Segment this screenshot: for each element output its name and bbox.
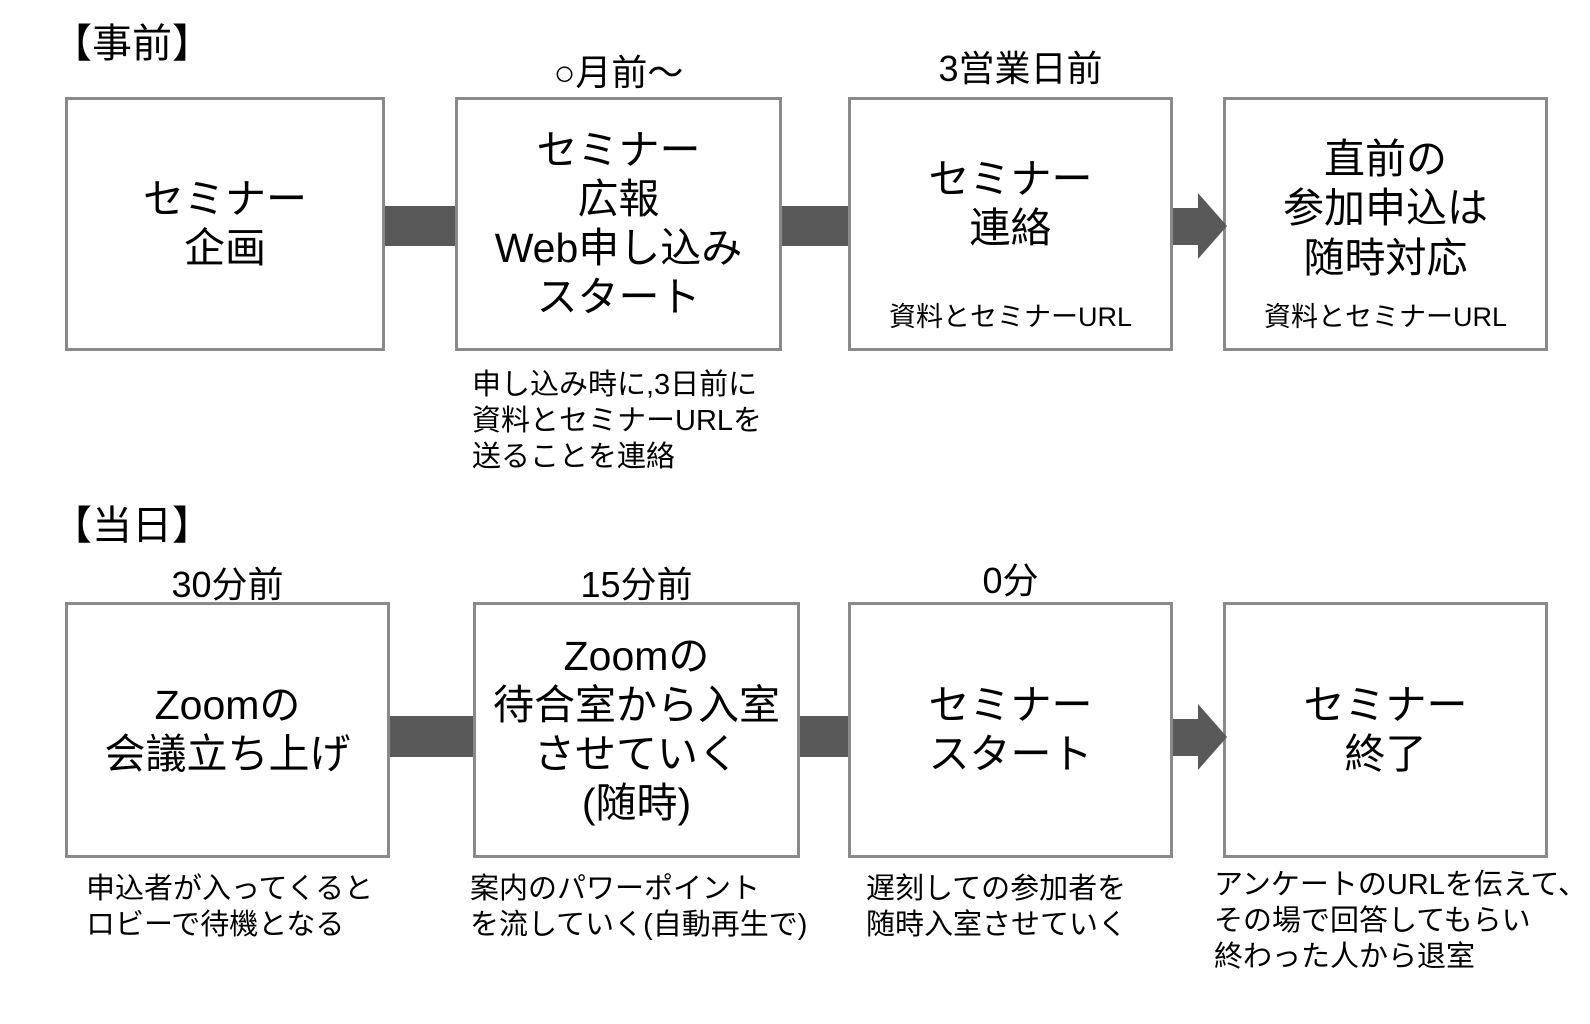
arrow-tail [1173,718,1198,756]
flow-connector-arrow [1173,704,1227,770]
step-box-zoom-meeting-launch: Zoomの 会議立ち上げ [65,602,390,858]
step-title: 直前の 参加申込は 随時対応 [1283,136,1488,281]
step-box-zoom-waiting-room-admit: Zoomの 待合室から入室 させていく (随時) [473,602,800,858]
step-title: セミナー スタート [928,681,1093,777]
step-title: セミナー 連絡 [928,155,1093,251]
flow-connector-bar [390,716,473,757]
step-title: Zoomの 会議立ち上げ [104,681,351,777]
arrow-head-icon [1198,704,1227,770]
step-subtext: 資料とセミナーURL [1263,302,1507,332]
flow-connector-bar [800,716,848,757]
step-box-seminar-planning: セミナー 企画 [65,97,385,351]
time-label-months-before: ○月前〜 [553,52,684,93]
step-subtext: 資料とセミナーURL [888,302,1132,332]
section-header-pre: 【事前】 [52,22,212,66]
flow-connector-bar [385,206,455,246]
flow-connector-bar [782,206,848,246]
step-title: セミナー 終了 [1303,681,1468,777]
step-box-seminar-contact: セミナー 連絡 資料とセミナーURL [848,97,1173,351]
arrow-head-icon [1198,193,1227,259]
step-box-lastminute-signup: 直前の 参加申込は 随時対応 資料とセミナーURL [1223,97,1548,351]
note-late-participants: 遅刻しての参加者を 随時入室させていく [866,873,1128,941]
step-title: セミナー 企画 [143,175,307,271]
time-label-3-business-days: 3営業日前 [938,48,1103,89]
note-lobby-waiting: 申込者が入ってくると ロビーで待機となる [86,873,374,941]
time-label-0min: 0分 [982,560,1039,601]
step-box-seminar-start: セミナー スタート [848,602,1173,858]
step-title: セミナー 広報 Web申し込み スタート [494,126,743,321]
time-label-30min-before: 30分前 [171,564,284,605]
step-box-seminar-end: セミナー 終了 [1223,602,1548,858]
note-survey-url: アンケートのURLを伝えて、 その場で回答してもらい 終わった人から退室 [1214,869,1587,973]
time-label-15min-before: 15分前 [580,564,693,605]
arrow-tail [1173,207,1198,245]
note-guidance-powerpoint: 案内のパワーポイント を流していく(自動再生で) [470,873,808,941]
note-signup-notice: 申し込み時に,3日前に 資料とセミナーURLを 送ることを連絡 [472,369,763,473]
flow-connector-arrow [1173,193,1227,259]
section-header-day: 【当日】 [52,504,212,548]
step-box-seminar-pr-web-signup: セミナー 広報 Web申し込み スタート [455,97,782,351]
step-title: Zoomの 待合室から入室 させていく (随時) [493,632,780,827]
